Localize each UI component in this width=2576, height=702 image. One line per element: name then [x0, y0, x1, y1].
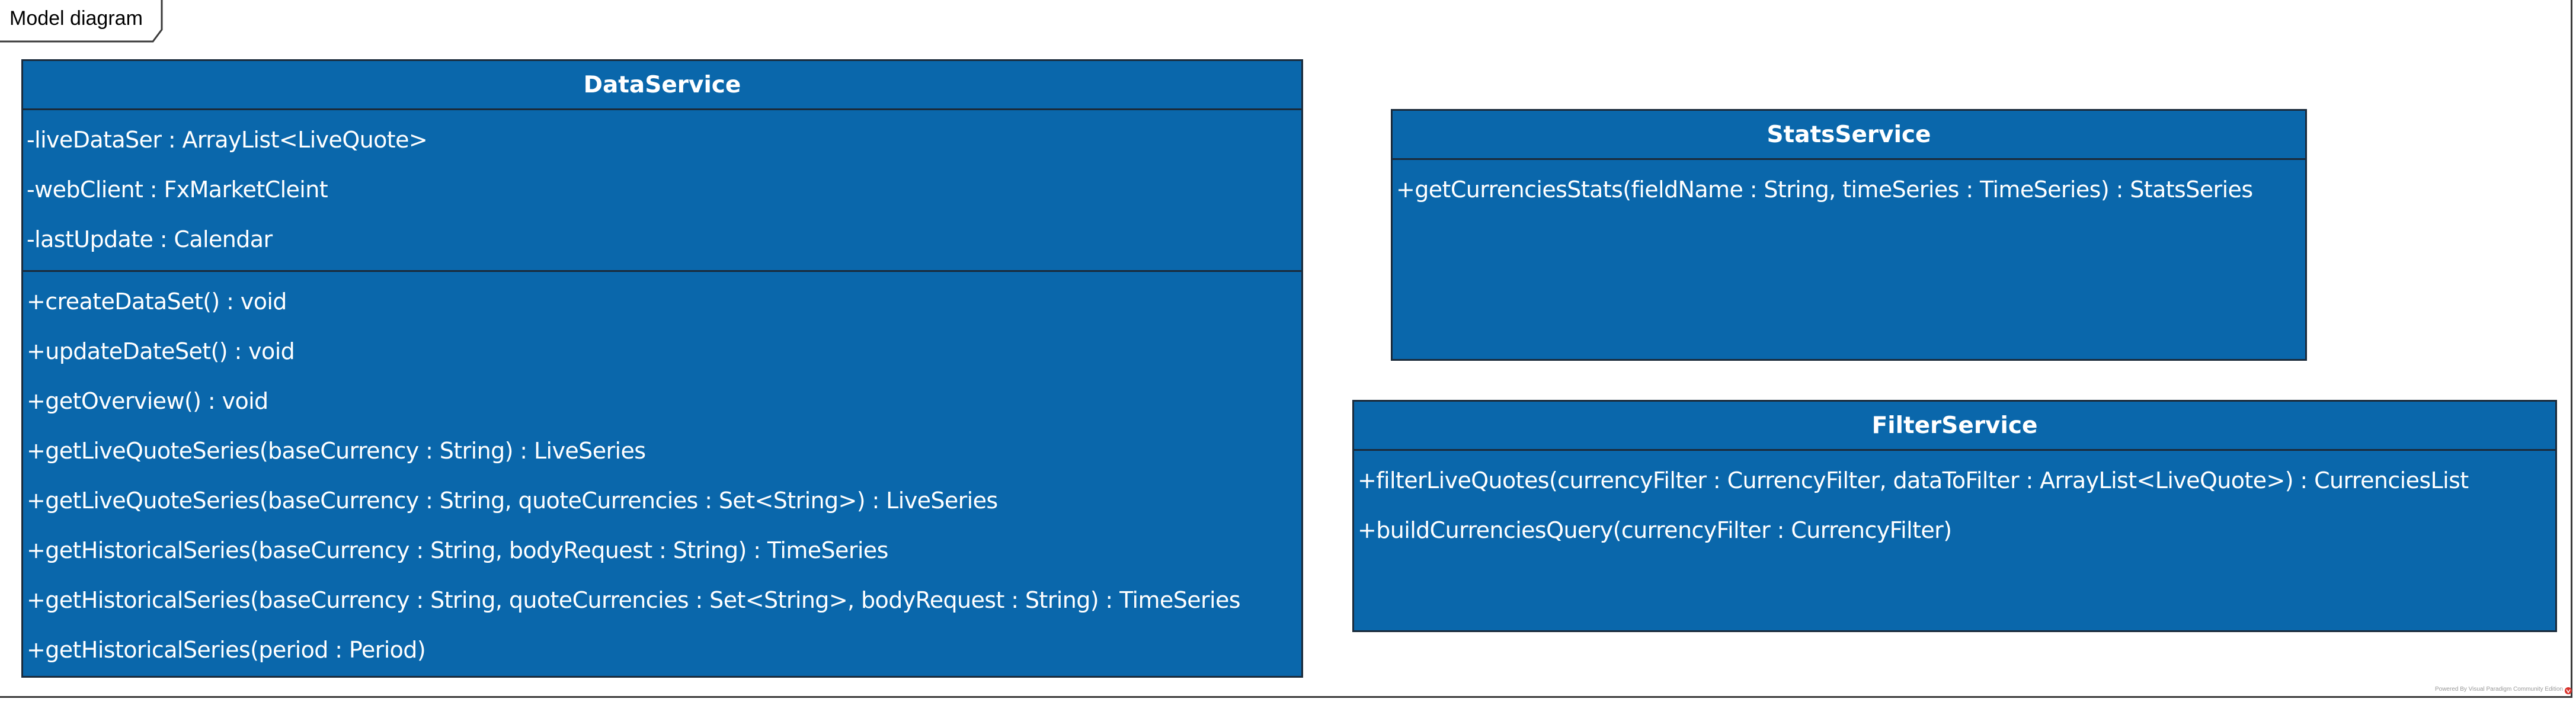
- vp-logo-icon: [2565, 687, 2572, 694]
- operation: +getHistoricalSeries(baseCurrency : Stri…: [27, 537, 888, 563]
- frame-tab: Model diagram: [0, 0, 163, 43]
- operation: +updateDateSet() : void: [27, 338, 295, 364]
- class-name: DataService: [23, 61, 1301, 110]
- watermark: Powered By Visual Paradigm Community Edi…: [2434, 686, 2563, 693]
- attribute: -webClient : FxMarketCleint: [27, 177, 328, 203]
- operation: +createDataSet() : void: [27, 289, 287, 315]
- operation: +filterLiveQuotes(currencyFilter : Curre…: [1358, 467, 2469, 493]
- operation: +buildCurrenciesQuery(currencyFilter : C…: [1358, 517, 1952, 543]
- class-stats-service[interactable]: StatsService +getCurrenciesStats(fieldNa…: [1391, 109, 2307, 361]
- attributes-compartment: -liveDataSer : ArrayList<LiveQuote> -web…: [23, 110, 1301, 272]
- operations-compartment: +createDataSet() : void +updateDateSet()…: [23, 272, 1301, 681]
- attribute: -liveDataSer : ArrayList<LiveQuote>: [27, 127, 428, 153]
- operations-compartment: +getCurrenciesStats(fieldName : String, …: [1393, 160, 2305, 220]
- class-name: FilterService: [1354, 402, 2555, 451]
- operation: +getCurrenciesStats(fieldName : String, …: [1396, 177, 2253, 203]
- operation: +getOverview() : void: [27, 388, 268, 414]
- operation: +getLiveQuoteSeries(baseCurrency : Strin…: [27, 488, 998, 514]
- operation: +getLiveQuoteSeries(baseCurrency : Strin…: [27, 438, 646, 464]
- class-data-service[interactable]: DataService -liveDataSer : ArrayList<Liv…: [21, 59, 1303, 678]
- frame-title: Model diagram: [9, 7, 143, 30]
- frame-tab-outline: [0, 0, 163, 43]
- attribute: -lastUpdate : Calendar: [27, 226, 273, 252]
- class-name: StatsService: [1393, 111, 2305, 160]
- operation: +getHistoricalSeries(baseCurrency : Stri…: [27, 587, 1241, 613]
- operations-compartment: +filterLiveQuotes(currencyFilter : Curre…: [1354, 451, 2555, 561]
- class-filter-service[interactable]: FilterService +filterLiveQuotes(currency…: [1352, 400, 2557, 632]
- operation: +getHistoricalSeries(period : Period): [27, 637, 426, 663]
